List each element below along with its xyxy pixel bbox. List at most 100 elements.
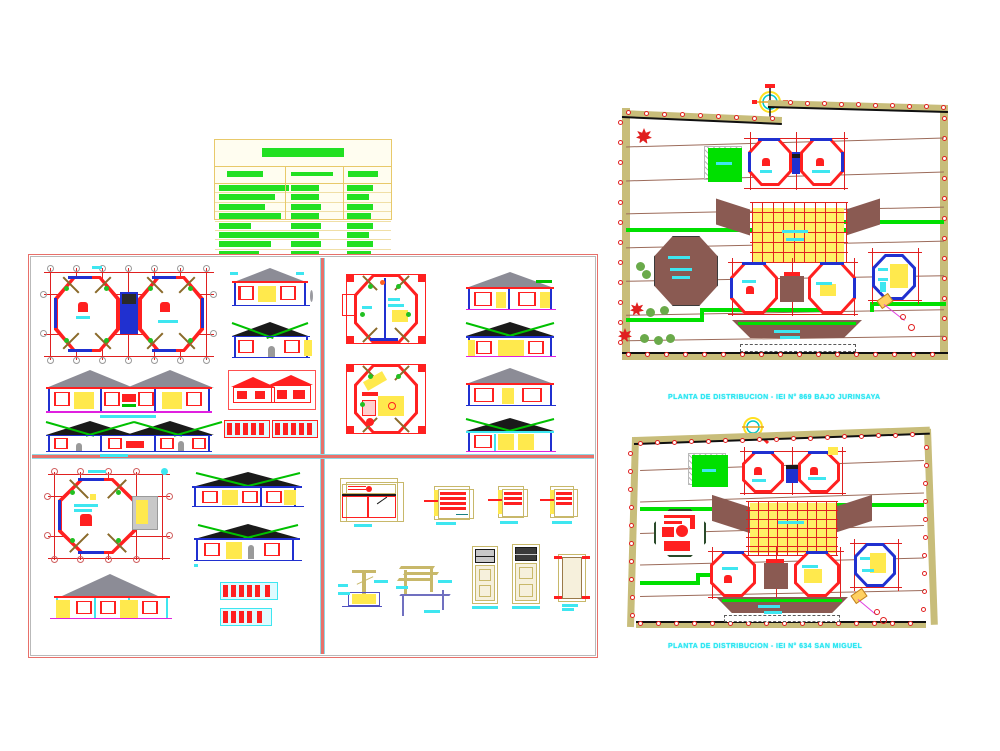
wall-post-icon bbox=[628, 523, 634, 528]
wall-post-icon bbox=[797, 352, 802, 357]
wall-post-icon bbox=[683, 352, 688, 357]
structural-grid-line bbox=[750, 222, 848, 223]
table-title-row bbox=[215, 140, 391, 167]
wall-post-icon bbox=[873, 102, 878, 108]
wall-post-icon bbox=[942, 276, 947, 281]
header-block-col1 bbox=[291, 172, 333, 176]
cell-block bbox=[291, 222, 321, 229]
window-detail-m1 bbox=[424, 486, 476, 526]
walkway-upper-right bbox=[820, 503, 924, 507]
wall-post-icon bbox=[618, 260, 623, 265]
front-elevation-b bbox=[48, 574, 178, 624]
window-schedule-detail-2 bbox=[272, 420, 318, 438]
wall-post-icon bbox=[859, 433, 864, 439]
door-detail-p1 bbox=[472, 546, 502, 610]
wall-post-icon bbox=[923, 463, 929, 468]
floor-plan-double-octagon bbox=[40, 264, 220, 364]
cell-block bbox=[347, 241, 373, 248]
longitudinal-elevation bbox=[42, 370, 214, 418]
drawing-panel-inner bbox=[32, 258, 594, 654]
wall-post-icon bbox=[922, 535, 928, 540]
wall-post-icon bbox=[774, 436, 779, 442]
elevation-1 bbox=[464, 272, 560, 314]
window-detail-m2 bbox=[488, 486, 536, 526]
wall-post-icon bbox=[629, 541, 634, 546]
isometric-view bbox=[228, 370, 316, 410]
section-1 bbox=[464, 320, 560, 362]
shrub-icon bbox=[640, 334, 649, 343]
cell-block bbox=[347, 222, 373, 229]
wall-post-icon bbox=[656, 621, 661, 626]
wall-post-icon bbox=[618, 340, 623, 345]
furniture-detail-table bbox=[396, 560, 458, 618]
panel-top-left-content bbox=[32, 258, 321, 457]
cell-block bbox=[219, 231, 295, 238]
tree-icon bbox=[636, 128, 652, 144]
roof-framing-section bbox=[228, 320, 314, 362]
perimeter-wall-bottom bbox=[622, 352, 948, 360]
site-plan-bottom-title: PLANTA DE DISTRIBUCION - IEI N° 634 SAN … bbox=[668, 643, 863, 650]
wall-post-icon bbox=[921, 589, 927, 594]
cell-block bbox=[291, 241, 321, 248]
wall-post-icon bbox=[692, 621, 697, 626]
wall-post-icon bbox=[856, 102, 861, 107]
wall-post-icon bbox=[672, 439, 677, 445]
classroom-block-lower bbox=[708, 547, 848, 603]
cell-block bbox=[219, 203, 265, 210]
wall-post-icon bbox=[645, 352, 650, 357]
wall-post-icon bbox=[734, 114, 739, 120]
floor-plan-octagon-b bbox=[338, 358, 434, 440]
wall-post-icon bbox=[825, 434, 830, 440]
wall-post-icon bbox=[628, 451, 633, 456]
cell-block bbox=[347, 231, 369, 238]
walkway-upper bbox=[640, 507, 748, 511]
furniture-detail-stool bbox=[338, 566, 388, 614]
cell-block bbox=[219, 222, 251, 229]
flagpole-detail bbox=[876, 292, 920, 336]
cell-block bbox=[219, 250, 259, 257]
wall-post-icon bbox=[629, 559, 635, 564]
patio-octagon bbox=[654, 236, 718, 306]
panel-top-right-content bbox=[324, 258, 594, 455]
wall-post-icon bbox=[890, 103, 895, 108]
section-a bbox=[190, 468, 306, 512]
wall-post-icon bbox=[629, 613, 635, 618]
door-detail-p3 bbox=[554, 554, 590, 612]
shrub-icon bbox=[636, 262, 645, 271]
wall-post-icon bbox=[921, 607, 927, 612]
wall-post-icon bbox=[618, 300, 623, 305]
wall-post-icon bbox=[759, 352, 764, 357]
wall-post-icon bbox=[922, 517, 928, 522]
shrub-icon bbox=[642, 270, 651, 279]
table-row bbox=[215, 212, 391, 222]
walkway-lower bbox=[626, 318, 704, 322]
structural-grid-line bbox=[750, 202, 848, 203]
shrub-icon bbox=[646, 308, 655, 317]
table-title-block bbox=[262, 148, 344, 157]
wall-post-icon bbox=[674, 621, 679, 626]
wall-post-icon bbox=[655, 440, 660, 446]
classroom-block-upper bbox=[740, 447, 850, 499]
header-block-col2 bbox=[348, 171, 378, 177]
perimeter-wall-left bbox=[622, 108, 630, 358]
cell-block bbox=[347, 194, 369, 201]
wall-post-icon bbox=[942, 256, 947, 261]
door-detail-p2 bbox=[512, 544, 544, 610]
wall-post-icon bbox=[618, 240, 623, 245]
wall-post-icon bbox=[942, 316, 947, 321]
wall-post-icon bbox=[839, 101, 844, 107]
wall-post-icon bbox=[740, 437, 745, 443]
perimeter-wall-right bbox=[940, 106, 948, 358]
wall-post-icon bbox=[924, 104, 929, 109]
wall-post-icon bbox=[618, 140, 623, 145]
table-row bbox=[215, 193, 391, 203]
wall-post-icon bbox=[842, 434, 847, 440]
wall-post-icon bbox=[808, 435, 813, 441]
wall-post-icon bbox=[702, 352, 707, 357]
wall-post-icon bbox=[680, 112, 685, 118]
wall-post-icon bbox=[664, 352, 669, 357]
site-plan-top: PLANTA DE DISTRIBUCION - IEI N° 869 BAJO… bbox=[612, 80, 968, 410]
cell-block bbox=[291, 250, 319, 257]
wall-post-icon bbox=[710, 621, 715, 626]
wall-post-icon bbox=[618, 280, 623, 285]
